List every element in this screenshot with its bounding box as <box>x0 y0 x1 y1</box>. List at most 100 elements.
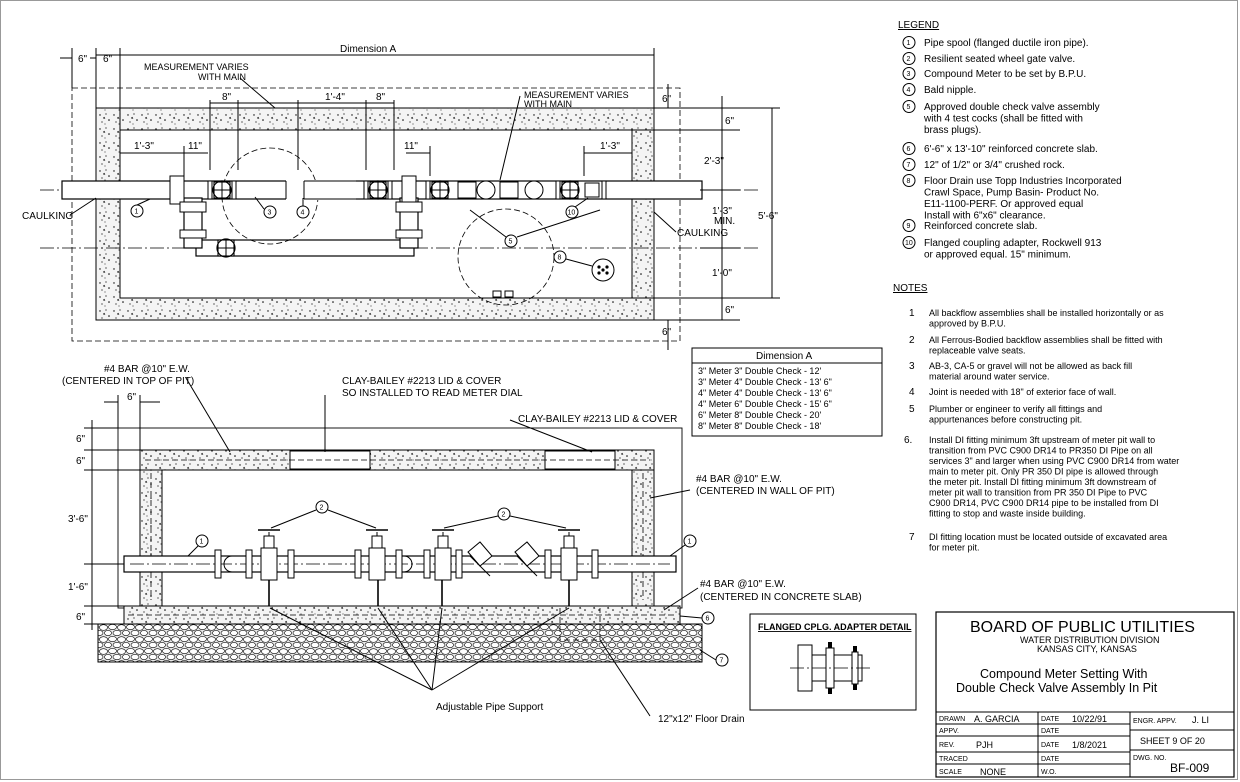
date-label-1: DATE <box>1041 716 1059 723</box>
dwg-label: DWG. NO. <box>1133 755 1166 762</box>
svg-text:1: 1 <box>688 539 692 546</box>
legend-text: Approved double check valve assembly <box>924 102 1100 113</box>
section-callout-7: 7 <box>699 649 729 667</box>
note-text: Plumber or engineer to verify all fittin… <box>929 404 1102 414</box>
legend-text: Flanged coupling adapter, Rockwell 913 <box>924 238 1102 249</box>
section-dim-6a: 6" <box>76 434 86 445</box>
note-text: the meter pit. Install DI fitting minimu… <box>929 477 1157 487</box>
svg-text:1: 1 <box>135 209 139 216</box>
dim-11-left: 11" <box>188 141 202 152</box>
section-flanges <box>214 549 599 579</box>
note-number: 7 <box>909 532 915 543</box>
pipe-supports <box>268 580 570 606</box>
callout-3: 3 <box>254 196 277 219</box>
callout-10: 10 <box>565 197 589 219</box>
note-text: main to meter pit. Only PR 350 DI pipe i… <box>929 467 1158 477</box>
dim-row-5: 6" Meter 8" Double Check - 20' <box>698 410 821 420</box>
engr-label: ENGR. APPV. <box>1133 718 1177 725</box>
bar-top-2: (CENTERED IN TOP OF PIT) <box>62 376 194 387</box>
legend-text: with 4 test cocks (shall be fitted with <box>923 114 1083 125</box>
bypass-valve <box>216 238 236 258</box>
note-text: material around water service. <box>929 372 1050 382</box>
section-dim-6c: 6" <box>76 612 86 623</box>
legend-number-badge <box>902 142 916 155</box>
note-text: Joint is needed with 18" of exterior fac… <box>929 387 1116 397</box>
legend-title: LEGEND <box>898 20 939 31</box>
drawn-value: A. GARCIA <box>974 714 1020 724</box>
dim-1-3-left: 1'-3" <box>134 141 154 152</box>
engr-value: J. LI <box>1192 715 1209 725</box>
legend-text: Compound Meter to be set by B.P.U. <box>924 69 1086 80</box>
legend-number: 2 <box>907 56 911 63</box>
legend-text: brass plugs). <box>924 125 981 136</box>
legend-number: 10 <box>905 240 913 247</box>
legend-text: E11-1100-PERF. Or approved equal <box>924 199 1083 210</box>
flange-left-b <box>179 229 207 239</box>
floor-drain-label: 12"x12" Floor Drain <box>658 714 745 725</box>
dim-1-3-right: 1'-3" <box>600 141 620 152</box>
dim-row-4: 4" Meter 6" Double Check - 15' 6" <box>698 399 832 409</box>
note-text: fitting to stop and waste inside buildin… <box>929 509 1086 519</box>
bar-wall-2: (CENTERED IN WALL OF PIT) <box>696 486 835 497</box>
gate-valve-1 <box>212 180 232 200</box>
traced-label: TRACED <box>939 756 968 763</box>
svg-text:5: 5 <box>509 239 513 246</box>
dim-1-4: 1'-4" <box>325 92 345 103</box>
note-item-6: 6.Install DI fitting minimum 3ft upstrea… <box>904 435 1179 519</box>
section-valve-4 <box>558 529 580 581</box>
note-text: transition from PVC C900 DR14 to PR350 D… <box>929 446 1153 456</box>
note-text: replaceable valve seats. <box>929 346 1026 356</box>
gate-valve-2 <box>368 180 388 200</box>
svg-text:2: 2 <box>320 505 324 512</box>
callout-1: 1 <box>130 198 151 218</box>
coupling-adapter <box>584 182 600 198</box>
date-label-4: DATE <box>1041 756 1059 763</box>
detail-title: FLANGED CPLG. ADAPTER DETAIL <box>758 622 912 632</box>
dimension-table <box>691 347 883 437</box>
flange-right-b <box>395 229 423 239</box>
section-dim-6b: 6" <box>76 456 86 467</box>
dim-row-2: 3" Meter 4" Double Check - 13' 6" <box>698 377 832 387</box>
drawing-title-1: Compound Meter Setting With <box>980 667 1147 681</box>
meas-varies-1a: MEASUREMENT VARIES <box>144 62 249 72</box>
crushed-rock <box>97 623 703 663</box>
legend-number-badge <box>902 83 916 96</box>
dim-right-5-6: 5'-6" <box>758 211 778 222</box>
svg-text:4: 4 <box>301 210 305 217</box>
bar-slab-2: (CENTERED IN CONCRETE SLAB) <box>700 592 862 603</box>
dim-6-left-b: 6" <box>103 54 113 65</box>
lid1-a: CLAY-BAILEY #2213 LID & COVER <box>342 376 501 387</box>
note-text: services 3" and larger when using PVC C9… <box>929 456 1179 466</box>
legend-text: 12" of 1/2" or 3/4" crushed rock. <box>924 160 1065 171</box>
legend-text: Floor Drain use Topp Industries Incorpor… <box>924 176 1122 187</box>
legend-number-badge <box>902 158 916 171</box>
appv-label: APPV. <box>939 728 959 735</box>
note-text: meter pit wall to transition from PR 350… <box>929 488 1148 498</box>
meas-varies-2b: WITH MAIN <box>524 99 572 109</box>
section-dim-1-6: 1'-6" <box>68 582 88 593</box>
date-value-3: 1/8/2021 <box>1072 740 1107 750</box>
drawn-label: DRAWN <box>939 716 965 723</box>
svg-text:6: 6 <box>706 616 710 623</box>
legend-text: Bald nipple. <box>924 85 976 96</box>
note-text: approved by B.P.U. <box>929 319 1006 329</box>
legend-number: 1 <box>907 40 911 47</box>
legend-item-10: 10 Flanged coupling adapter, Rockwell 913… <box>902 236 1102 261</box>
dim-right-6: 6" <box>725 116 735 127</box>
note-text: All backflow assemblies shall be install… <box>929 308 1164 318</box>
svg-text:10: 10 <box>568 210 576 217</box>
excavation-outline <box>71 87 681 342</box>
legend-number-badge <box>902 174 916 187</box>
note-number: 3 <box>909 361 915 372</box>
legend-text: Crawl Space, Pump Basin- Product No. <box>924 188 1099 199</box>
flanged-adapter-detail <box>749 613 917 711</box>
rev-value: PJH <box>976 740 993 750</box>
legend-number: 6 <box>907 146 911 153</box>
